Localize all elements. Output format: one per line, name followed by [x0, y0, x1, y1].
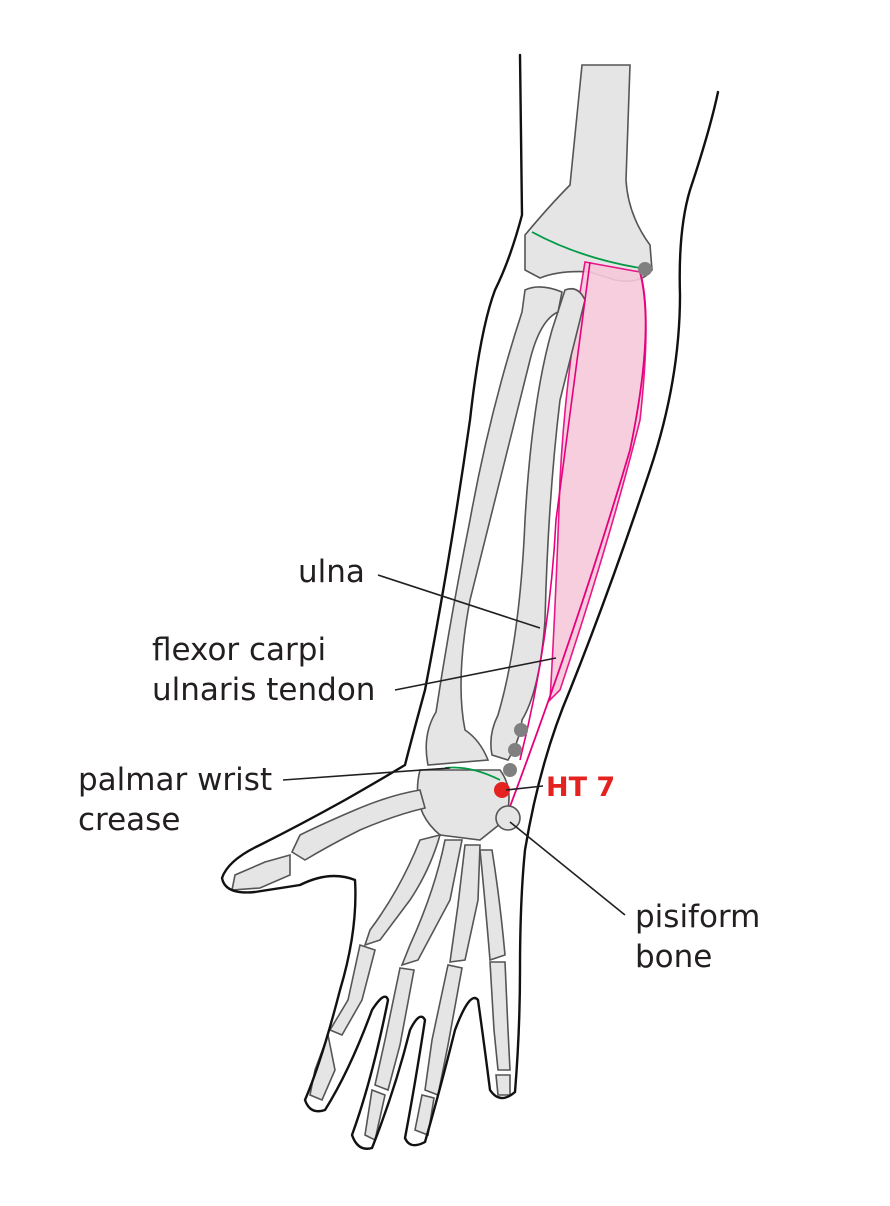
elbow-crease-line [531, 231, 641, 269]
ht7-label: HT 7 [546, 772, 616, 803]
crease-label-line1: palmar wrist [78, 762, 273, 798]
pisiform-label-line1: pisiform [635, 899, 761, 935]
crease-leader [282, 767, 451, 781]
ht7-point [494, 782, 510, 798]
landmark-point [514, 723, 528, 737]
ht7-leader [505, 785, 544, 791]
ulna-leader [377, 574, 541, 629]
hand-bones [231, 769, 521, 1142]
tendon-leader [394, 657, 557, 691]
ulna-bone [490, 287, 586, 761]
ulna-label: ulna [298, 554, 365, 590]
pisiform-label-line2: bone [635, 939, 713, 975]
arm-outline [220, 53, 720, 1150]
landmark-point [503, 763, 517, 777]
flexor-carpi-ulnaris-muscle [549, 261, 647, 703]
flexor-carpi-ulnaris-tendon [504, 271, 647, 821]
tendon-label-line1: flexor carpi [152, 632, 327, 668]
landmark-point [508, 743, 522, 757]
landmark-point [638, 262, 652, 276]
radius-bone [425, 286, 563, 766]
crease-label-line2: crease [78, 802, 181, 838]
tendon-label-line2: ulnaris tendon [152, 672, 376, 708]
humerus-bone [524, 64, 653, 283]
pisiform-leader [509, 821, 626, 916]
